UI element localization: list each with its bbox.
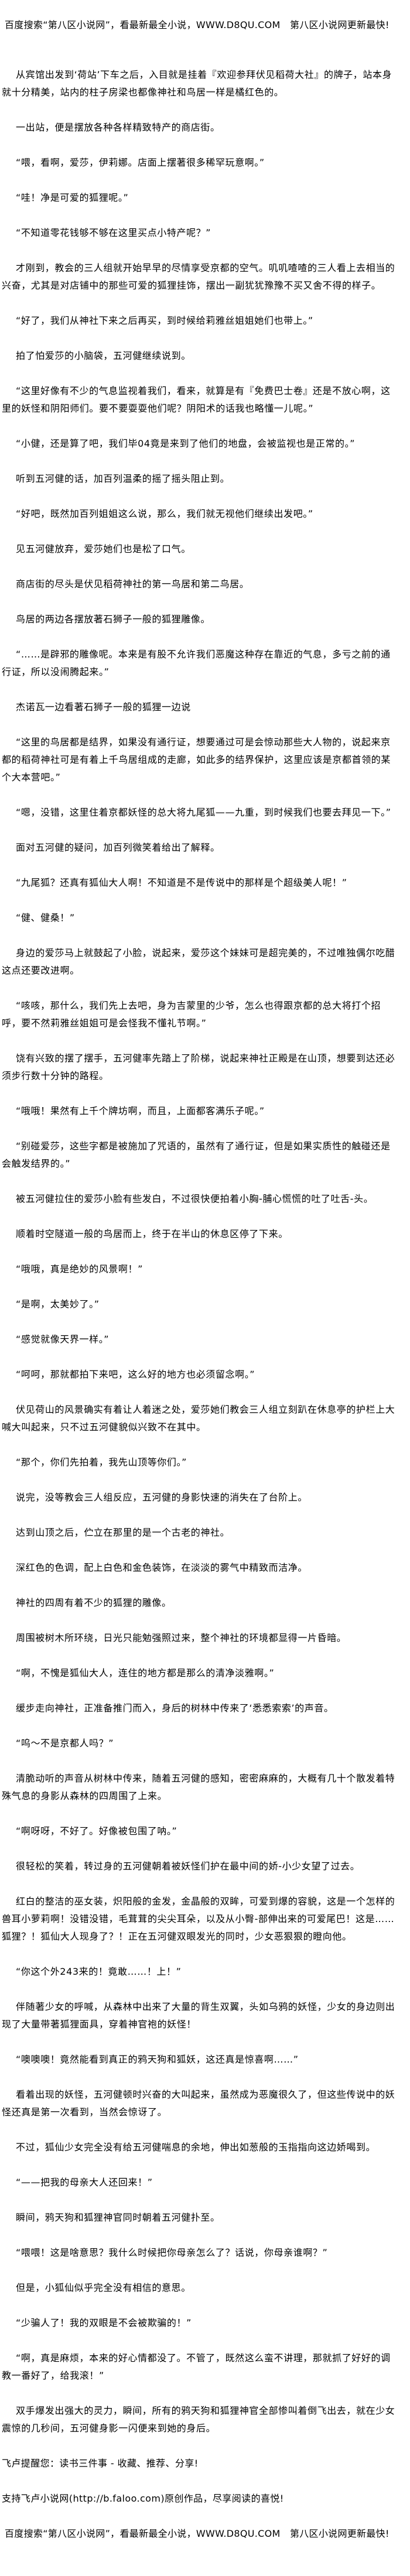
paragraph: “啊，真是麻烦，本来的好心情都没了。不管了，既然这么蛮不讲理，那就抓了好好的调教… xyxy=(2,2352,391,2381)
paragraph: 深红色的色调，配上白色和金色装饰，在淡淡的雾气中精致而洁净。 xyxy=(16,1562,308,1573)
paragraph: “哦哦，真是绝妙的风景啊！” xyxy=(16,1263,143,1275)
paragraph: 伴随著少女的呼喊，从森林中出来了大量的背生双翼，头如乌鸦的妖怪，少女的身边则出现… xyxy=(2,2001,395,2030)
paragraph: 面对五河健的疑问，加百列微笑着给出了解释。 xyxy=(16,842,220,853)
novel-page: 百度搜索“第八区小说网”，看最新最全小说，WWW.D8QU.COM 第八区小说网… xyxy=(2,19,400,2539)
paragraph: 达到山顶之后，伫立在那里的是一个古老的神社。 xyxy=(16,1527,230,1538)
paragraph: 红白的整洁的巫女装，炽阳般的金发，金晶般的双眸，可爱到爆的容貌，这是一个怎样的兽… xyxy=(2,1896,395,1942)
paragraph: “哦哦！果然有上千个牌坊啊，而且，上面都客满乐子呢。” xyxy=(16,1105,265,1116)
paragraph: “喂，看啊，爱莎，伊莉娜。店面上摆著很多稀罕玩意啊。” xyxy=(16,157,265,168)
paragraph: 身边的爱莎马上就鼓起了小脸，说起来，爱莎这个妹妹可是超完美的，不过唯独偶尔吃醋这… xyxy=(2,947,395,976)
footer-reminder: 飞卢提醒您：读书三件事 - 收藏、推荐、分享! xyxy=(2,2458,199,2469)
paragraph: 伏见荷山的风景确实有着让人着迷之处，爱莎她们教会三人组立刻趴在休息亭的护栏上大喊… xyxy=(2,1404,395,1433)
paragraph: “那个，你们先拍着，我先山顶等你们。” xyxy=(16,1457,187,1468)
paragraph: “啊呀呀，不好了。好像被包围了呐。” xyxy=(16,1825,177,1837)
paragraph: 见五河健放弃，爱莎她们也是松了口气。 xyxy=(16,543,191,554)
paragraph: 一出站，便是摆放各种各样精致特产的商店街。 xyxy=(16,122,220,133)
paragraph: “这里好像有不少的气息监视着我们，看来，就算是有『免费巴士卷』还是不放心啊，这里… xyxy=(2,385,391,414)
paragraph: 周围被树木所环绕，日光只能勉强照过来，整个神社的环境都显得一片昏暗。 xyxy=(16,1632,347,1643)
paragraph: 被五河健拉住的爱莎小脸有些发白，不过很快便拍着小胸-脯心慌慌的吐了吐舌-头。 xyxy=(16,1193,374,1204)
paragraph: “是啊，太美妙了。” xyxy=(16,1299,100,1310)
paragraph: 鸟居的两边各摆放著石狮子一般的狐狸雕像。 xyxy=(16,614,211,625)
paragraph: “你这个外243来的！竟敢……！上！” xyxy=(16,1966,182,1977)
top-site-banner: 百度搜索“第八区小说网”，看最新最全小说，WWW.D8QU.COM 第八区小说网… xyxy=(5,19,390,30)
paragraph: 商店街的尽头是伏见稻荷神社的第一鸟居和第二鸟居。 xyxy=(16,578,250,590)
paragraph: “好吧，既然加百列姐姐这么说，那么，我们就无视他们继续出发吧。” xyxy=(16,508,313,519)
paragraph: 神社的四周有着不少的狐狸的雕像。 xyxy=(16,1597,172,1608)
bottom-site-banner: 百度搜索“第八区小说网”，看最新最全小说，WWW.D8QU.COM 第八区小说网… xyxy=(5,2528,390,2539)
paragraph: 杰诺瓦一边看著石狮子一般的狐狸一边说 xyxy=(16,701,191,712)
paragraph: 但是，小狐仙似乎完全没有相信的意思。 xyxy=(16,2282,191,2293)
paragraph: 不过，狐仙少女完全没有给五河健喘息的余地，伸出如葱般的玉指指向这边娇喝到。 xyxy=(16,2142,376,2153)
paragraph: 很轻松的笑着，转过身的五河健朝着被妖怪们护在最中间的娇-小少女望了过去。 xyxy=(16,1861,360,1872)
paragraph: 顺着时空隧道一般的鸟居而上，终于在半山的休息区停了下来。 xyxy=(16,1228,288,1239)
paragraph: “呵呵，那就都拍下来吧，这么好的地方也必须留念啊。” xyxy=(16,1369,255,1380)
paragraph: 瞬间，鸦天狗和狐狸神官同时朝着五河健扑至。 xyxy=(16,2212,220,2223)
paragraph: 从宾馆出发到‘荷站’下车之后，入目就是挂着『欢迎参拜伏见稻荷大社』的牌子，站本身… xyxy=(2,69,392,98)
paragraph: “感觉就像天界一样。” xyxy=(16,1334,110,1345)
chapter-body: 从宾馆出发到‘荷站’下车之后，入目就是挂着『欢迎参拜伏见稻荷大社』的牌子，站本身… xyxy=(2,66,400,2437)
paragraph: “健、健桑！” xyxy=(16,912,75,923)
paragraph: “啊，不愧是狐仙大人，连住的地方都是那么的清净淡雅啊。” xyxy=(16,1667,275,1678)
paragraph: 才刚到，教会的三人组就开始早早的尽情享受京都的空气。叽叽喳喳的三人看上去相当的兴… xyxy=(2,262,395,291)
paragraph: “喂喂！这是啥意思？我什么时候把你母亲怎么了？话说，你母亲谁啊？” xyxy=(16,2247,328,2258)
paragraph: “这里的鸟居都是结界，如果没有通行证，想要通过可是会惊动那些大人物的，说起来京都… xyxy=(2,737,391,783)
paragraph: “好了，我们从神社下来之后再买，到时候给莉雅丝姐姐她们也带上。” xyxy=(16,315,313,326)
paragraph: 听到五河健的话，加百列温柔的摇了摇头阻止到。 xyxy=(16,473,230,484)
paragraph: “咳咳，那什么，我们先上去吧，身为吉蒙里的少爷，怎么也得跟京都的总大将打个招呼，… xyxy=(2,1000,381,1029)
paragraph: 双手爆发出强大的灵力，瞬间，所有的鸦天狗和狐狸神官全部惨叫着倒飞出去，就在少女震… xyxy=(2,2405,395,2434)
footer-support-link[interactable]: 支持飞卢小说网(http://b.faloo.com)原创作品，尽享阅读的喜悦! xyxy=(2,2493,284,2504)
paragraph: 说完，没等教会三人组反应，五河健的身影快速的消失在了台阶上。 xyxy=(16,1492,308,1503)
paragraph: “——把我的母亲大人还回来！” xyxy=(16,2177,153,2188)
paragraph: 清脆动听的声音从树林中传来，随着五河健的感知，密密麻麻的，大概有几十个散发着特殊… xyxy=(2,1773,395,1801)
paragraph: 看着出现的妖怪，五河健顿时兴奋的大叫起来，虽然成为恶魔很久了，但这些传说中的妖怪… xyxy=(2,2089,395,2118)
paragraph: “呜～不是京都人吗？” xyxy=(16,1738,114,1749)
paragraph: “哇！净是可爱的狐狸呢。” xyxy=(16,192,129,203)
paragraph: 缓步走向神社，正准备推门而入，身后的树林中传来了‘悉悉索索’的声音。 xyxy=(16,1703,334,1714)
paragraph: “九尾狐？还真有狐仙大人啊！不知道是不是传说中的那样是个超级美人呢！” xyxy=(16,877,347,888)
paragraph: “少骗人了！我的双眼是不会被欺骗的！” xyxy=(16,2317,192,2328)
paragraph: “嗯，没错，这里住着京都妖怪的总大将九尾狐——九重，到时候我们也要去拜见一下。” xyxy=(16,807,391,818)
paragraph: “噢噢噢！竟然能看到真正的鸦天狗和狐妖，这还真是惊喜啊……” xyxy=(16,2054,299,2065)
paragraph: “不知道零花钱够不够在这里买点小特产呢？” xyxy=(16,227,211,238)
paragraph: “……是辟邪的雕像呢。本来是有股不允许我们恶魔这种存在靠近的气息，多亏之前的通行… xyxy=(2,649,391,677)
paragraph: “小健，还是算了吧，我们毕04竟是来到了他们的地盘，会被监视也是正常的。” xyxy=(16,438,356,449)
paragraph: 拍了怕爱莎的小脑袋，五河健继续说到。 xyxy=(16,350,191,361)
paragraph: “别碰爱莎，这些字都是被施加了咒语的，虽然有了通行证，但是如果实质性的触碰还是会… xyxy=(2,1140,391,1169)
paragraph: 饶有兴致的摆了摆手，五河健率先踏上了阶梯，说起来神社正殿是在山顶，想要到达还必须… xyxy=(2,1053,395,1081)
